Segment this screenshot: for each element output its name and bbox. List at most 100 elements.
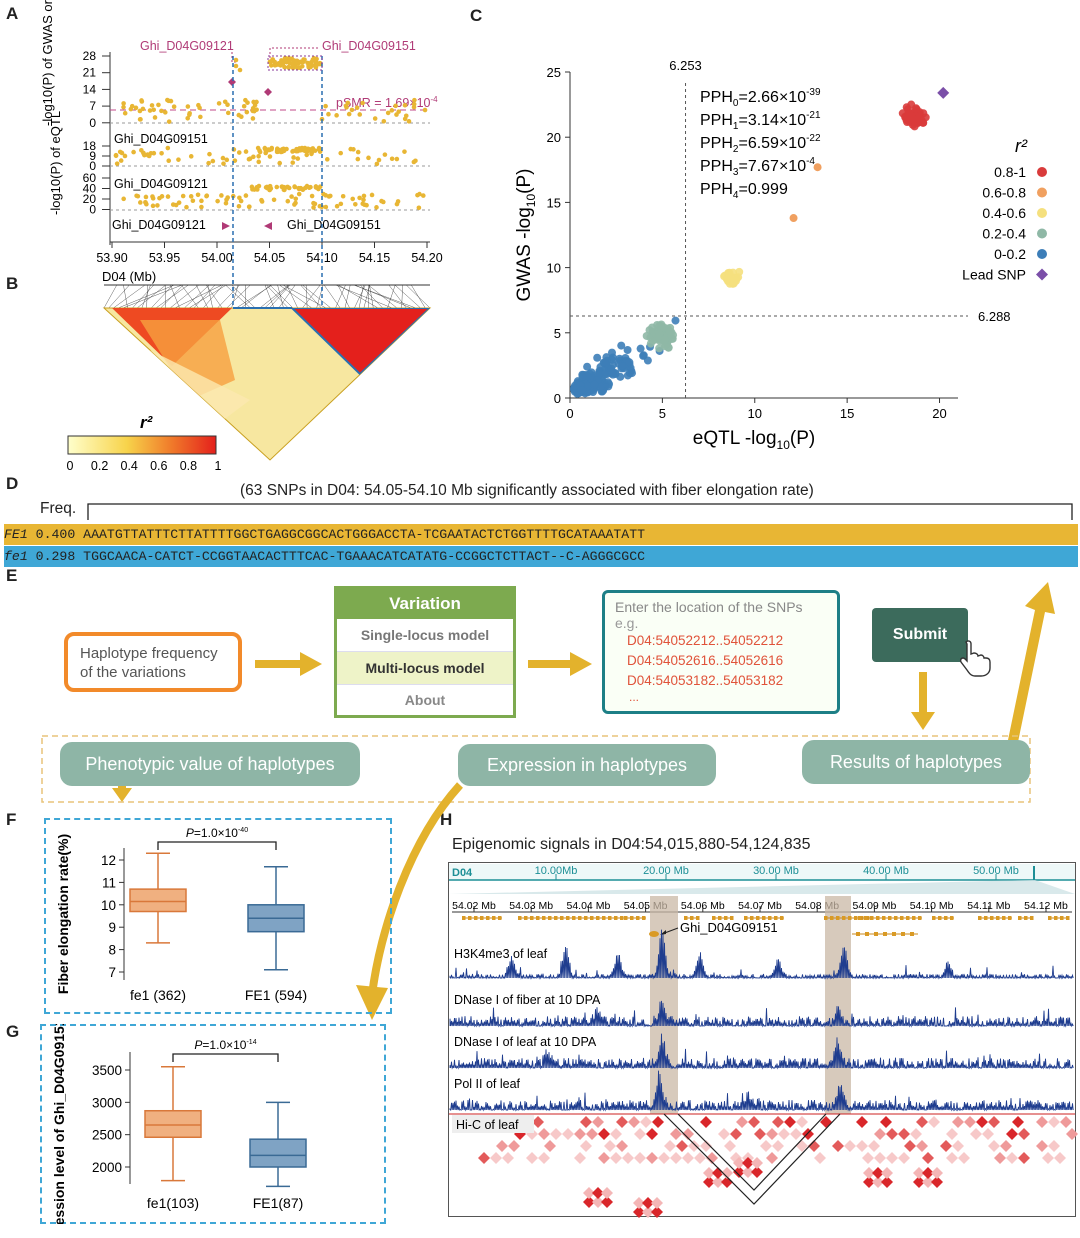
snp-location-input[interactable]: Enter the location of the SNPs e.g. D04:… <box>602 590 840 714</box>
panel-h-hic-cell <box>760 1140 772 1152</box>
panel-a-xtick-label: 54.20 <box>411 251 442 265</box>
panel-h-hic-cell <box>808 1140 820 1152</box>
panel-h-hic-cell <box>748 1116 760 1128</box>
panel-h-gene-exon <box>584 916 588 920</box>
panel-a-snp-point <box>233 63 239 69</box>
panel-a-snp-point <box>295 156 301 161</box>
menu-item-multi-locus[interactable]: Multi-locus model <box>337 652 513 685</box>
boxplot-ylabel: Fiber elongation rate(%) <box>55 834 71 994</box>
panel-c-legend-marker <box>1037 208 1047 218</box>
panel-a-snp-point <box>285 198 291 204</box>
snp-input-line: D04:54053182..54053182 <box>627 673 784 688</box>
panel-h-hic-cell <box>700 1140 712 1152</box>
panel-c-point <box>625 369 634 378</box>
panel-a-smr-diamond-2 <box>264 88 272 96</box>
panel-a-snp-point <box>338 150 344 156</box>
panel-a-snp-point <box>389 156 395 162</box>
panel-c-pph-exp: -21 <box>806 110 821 121</box>
boxplot-pvalue: P=1.0×10-14 <box>194 1038 256 1052</box>
boxplot-group-label: FE1 (594) <box>245 987 307 1003</box>
panel-c-pph-base: PPH <box>700 112 733 129</box>
panel-d-haplotype-fe1-major: FE1 0.400 AAATGTTATTTCTTATTTTGGCTGAGGCGG… <box>4 524 1078 545</box>
panel-a-snp-point <box>385 110 391 116</box>
submit-button[interactable]: Submit <box>872 608 968 662</box>
panel-c-point <box>671 316 680 325</box>
panel-c-point <box>625 358 634 367</box>
result-phenotypic-value-button[interactable]: Phenotypic value of haplotypes <box>60 742 360 786</box>
panel-h-hic-cell <box>526 1152 538 1164</box>
panel-h-gene-exon <box>836 916 840 920</box>
panel-a-snp-point <box>402 149 407 154</box>
panel-c-point <box>813 163 822 172</box>
panel-h-gene-exon <box>1066 916 1070 920</box>
panel-h-hic-cell <box>538 1152 550 1164</box>
panel-h-highlight-1 <box>650 896 678 1114</box>
boxplot-pvalue: P=1.0×10-40 <box>186 826 248 840</box>
panel-h-hic-cell <box>538 1128 550 1140</box>
boxplot-ytick-label: 7 <box>108 965 116 980</box>
panel-b-fan-line <box>231 284 256 309</box>
panel-b-fan-line <box>302 284 331 309</box>
panel-c-point <box>722 274 731 283</box>
panel-h-hic-cell <box>886 1152 898 1164</box>
panel-h-hic-cell <box>742 1157 754 1169</box>
panel-a-snp-point <box>355 156 361 162</box>
panel-h-zoom-tick-label: 54.06 Mb <box>681 900 725 912</box>
panel-c-point <box>617 341 626 350</box>
panel-h-hic-cell <box>742 1166 754 1178</box>
panel-a-snp-point <box>374 161 380 167</box>
panel-a-snp-point <box>147 108 153 113</box>
panel-b-fan-line <box>269 284 294 309</box>
panel-h-hic-cell <box>688 1140 700 1152</box>
panel-h-hic-cell <box>601 1196 613 1208</box>
panel-b-fan-line <box>170 284 199 309</box>
panel-c-point <box>636 344 645 353</box>
panel-c-xlabel-main: eQTL -log <box>693 428 777 449</box>
result-expression-button[interactable]: Expression in haplotypes <box>458 744 716 786</box>
menu-item-single-locus[interactable]: Single-locus model <box>337 619 513 652</box>
panel-h-zoom-tick-label: 54.12 Mb <box>1024 900 1068 912</box>
panel-h-hic-cell <box>931 1176 943 1188</box>
panel-h-gene-exon <box>894 916 898 920</box>
panel-h-gene-exon <box>910 932 914 936</box>
panel-b-fan-line <box>387 284 396 309</box>
boxplot-pvalue-val: =1.0×10 <box>194 826 238 840</box>
panel-c-xtick-label: 0 <box>566 406 573 421</box>
panel-b-fan-line <box>146 284 148 309</box>
boxplot-pvalue-val: =1.0×10 <box>202 1038 246 1052</box>
panel-a-xtick-label: 54.05 <box>254 251 285 265</box>
panel-h-hic-cell <box>1006 1128 1018 1140</box>
panel-c-pph-label: PPH1=3.14×10-21 <box>700 110 821 132</box>
panel-h-hic-cell <box>766 1152 778 1164</box>
boxplot-ylabel: Expression level of Ghi_D04G09151(TPM) <box>51 1024 67 1224</box>
panel-h-hic-cell <box>856 1140 868 1152</box>
panel-h-gene-exon <box>1060 916 1064 920</box>
panel-h-hic-cell <box>898 1128 910 1140</box>
panel-h-hic-cell <box>610 1128 622 1140</box>
panel-h-hic-cell <box>916 1140 928 1152</box>
panel-d-haplotypes: (63 SNPs in D04: 54.05-54.10 Mb signific… <box>0 480 1080 574</box>
panel-a-snp-point <box>361 193 367 199</box>
panel-a-snp-point <box>312 201 318 207</box>
panel-c-pph-base: PPH <box>700 158 733 175</box>
panel-a-snp-point <box>259 199 265 204</box>
panel-h-hic-cell <box>640 1116 652 1128</box>
result-haplotypes-button[interactable]: Results of haplotypes <box>802 740 1030 784</box>
panel-b-block-faint <box>150 350 250 430</box>
panel-a-snp-point <box>170 202 176 207</box>
panel-c-ylabel-main: GWAS -log <box>514 207 535 301</box>
panel-a-snp-point <box>357 112 363 117</box>
panel-h-gene-exon <box>590 916 594 920</box>
panel-b-colorbar-tick-label: 0 <box>67 459 74 473</box>
panel-h-hic-cell <box>550 1128 562 1140</box>
panel-h-hic-cell <box>1060 1116 1072 1128</box>
panel-a-ytick-label: 0 <box>89 159 96 173</box>
panel-a-snp-point <box>207 151 212 157</box>
menu-item-about[interactable]: About <box>404 692 446 708</box>
panel-h-gene-exon <box>524 916 528 920</box>
panel-a-snp-point <box>338 201 344 207</box>
panel-h-hic-label: Hi-C of leaf <box>456 1118 519 1132</box>
panel-label-g: G <box>6 1022 20 1041</box>
